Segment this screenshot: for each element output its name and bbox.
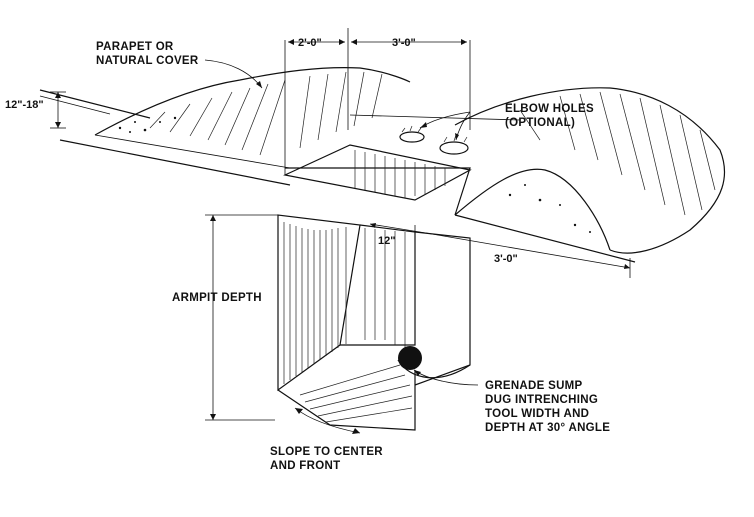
grenade-sump-label-line2: DUG INTRENCHING: [485, 394, 598, 406]
pit-opening: [283, 144, 472, 201]
elbow-holes-label-line1: ELBOW HOLES: [505, 103, 594, 115]
slope-label-line1: SLOPE TO CENTER: [270, 446, 383, 458]
dimension-armpit-depth: [205, 214, 278, 421]
slope-label-line2: AND FRONT: [270, 460, 340, 472]
dimension-2ft-label: 2'-0": [298, 37, 322, 49]
grenade-sump: [397, 346, 471, 379]
left-parapet: [94, 67, 411, 169]
firing-step-platform: [285, 114, 521, 216]
dimension-parapet-height-label: 12"-18": [5, 99, 44, 111]
ground-surface: [39, 89, 636, 263]
dimension-3ft-side-label: 3'-0": [494, 253, 518, 265]
dimension-3ft-top-label: 3'-0": [392, 37, 416, 49]
parapet-label-line2: NATURAL COVER: [96, 55, 199, 67]
parapet-label-line1: PARAPET OR: [96, 41, 174, 53]
grenade-sump-label-line1: GRENADE SUMP: [485, 380, 583, 392]
armpit-depth-label: ARMPIT DEPTH: [172, 292, 262, 304]
elbow-holes: [399, 125, 469, 155]
grenade-sump-label-line4: DEPTH AT 30° ANGLE: [485, 422, 610, 434]
dimension-sill-and-length: [369, 223, 631, 278]
dimension-width-top: [284, 28, 471, 175]
grenade-sump-label-line3: TOOL WIDTH AND: [485, 408, 589, 420]
right-parapet: [454, 87, 726, 254]
leader-lines: [204, 59, 479, 386]
dimension-12in-label: 12": [378, 235, 395, 247]
slope-arrow: [294, 407, 361, 434]
elbow-holes-label-line2: (OPTIONAL): [505, 117, 575, 129]
dimension-parapet-height: [50, 91, 66, 129]
pit-cutaway: [277, 214, 471, 431]
